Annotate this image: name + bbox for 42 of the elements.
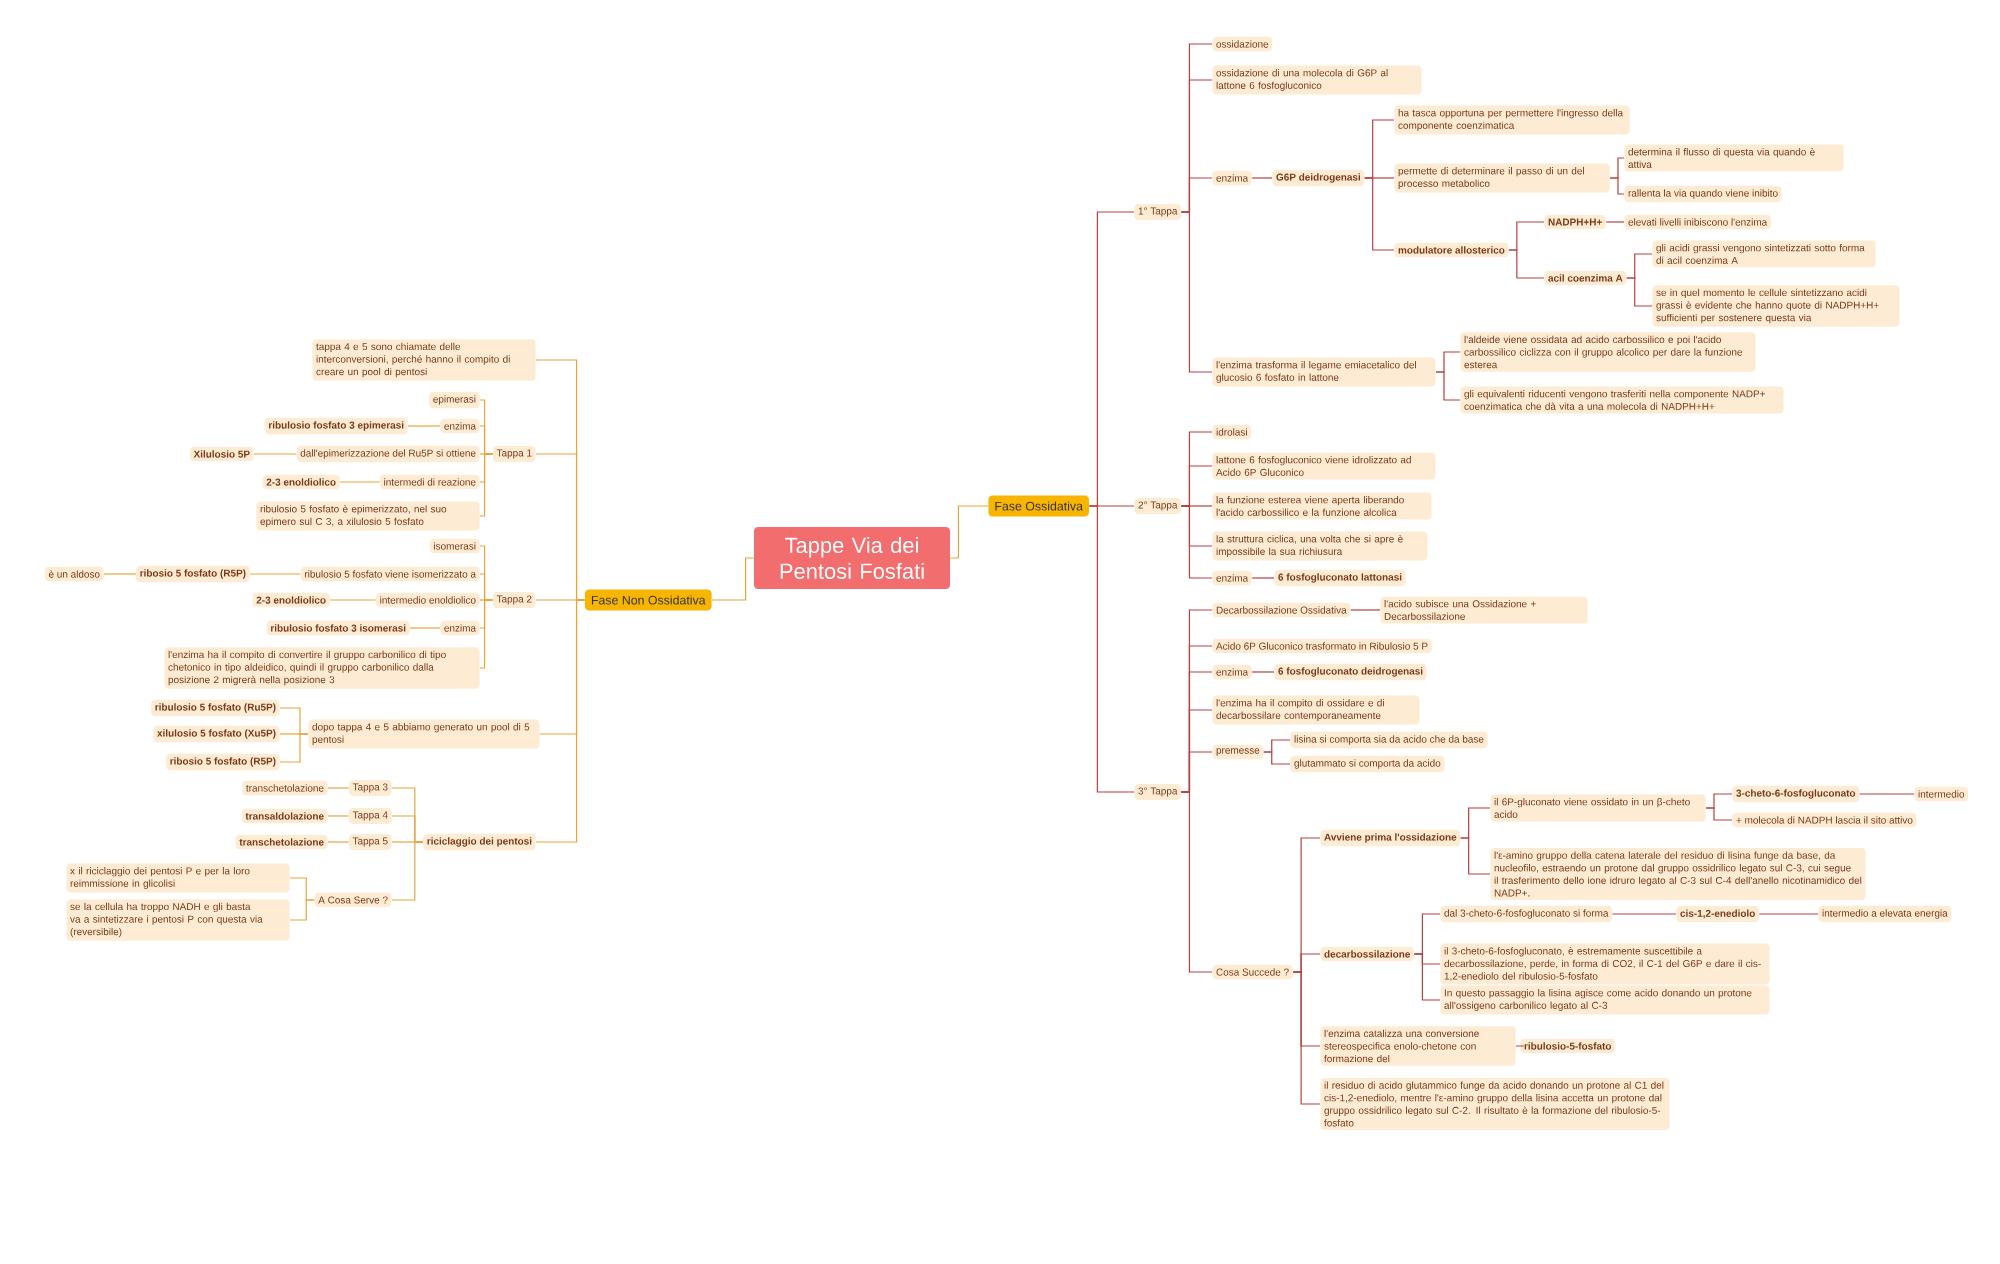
connector — [479, 453, 494, 517]
connector — [1180, 505, 1213, 579]
connector — [1435, 371, 1461, 401]
central-topic: Tappe Via dei Pentosi Fosfati — [754, 527, 950, 589]
connector — [711, 557, 755, 601]
connector — [949, 505, 989, 559]
connector — [329, 599, 377, 601]
connector — [479, 599, 494, 669]
connector — [1251, 577, 1275, 579]
connector — [407, 425, 441, 427]
connector — [339, 481, 381, 483]
connector — [1180, 791, 1213, 973]
connector — [327, 815, 350, 817]
connector — [1611, 913, 1677, 915]
connector — [327, 841, 350, 843]
connector — [1460, 837, 1491, 875]
connector — [289, 899, 315, 921]
connector — [1180, 211, 1213, 373]
connector — [249, 573, 301, 575]
connector — [1350, 609, 1381, 611]
connector — [1088, 505, 1135, 793]
connector — [409, 627, 441, 629]
connector — [1705, 807, 1733, 821]
connector — [1758, 913, 1819, 915]
connector — [1251, 177, 1273, 179]
connector — [279, 733, 309, 763]
connector — [1609, 177, 1625, 195]
connector — [1413, 953, 1441, 1001]
connector — [391, 841, 424, 901]
connector — [1508, 249, 1545, 279]
connector — [103, 573, 137, 575]
connector — [535, 599, 586, 843]
connector — [253, 453, 297, 455]
connector — [1263, 751, 1291, 765]
connector — [1858, 793, 1915, 795]
connector — [327, 787, 350, 789]
connector — [1626, 277, 1653, 307]
connector — [1515, 1045, 1525, 1047]
connector — [1251, 671, 1275, 673]
connector — [1292, 971, 1321, 1105]
connector — [1605, 221, 1625, 223]
connector — [1364, 177, 1395, 251]
